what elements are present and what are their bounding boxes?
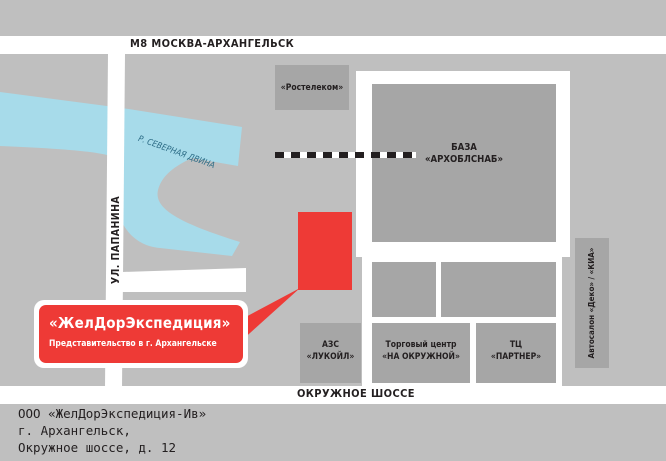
building-tc-partner-line1: ТЦ [509,340,523,350]
road-m8-label: М8 МОСКВА-АРХАНГЕЛЬСК [130,37,295,50]
building-baza-label: БАЗА «АРХОБЛСНАБ» [372,142,556,166]
road-okruzhnoe [0,386,666,404]
building-azs-label: АЗС «ЛУКОЙЛ» [300,339,361,363]
road-side [122,268,246,292]
callout-box [39,305,243,363]
address-street: Окружное шоссе, д. 12 [18,440,177,455]
building-azs [300,323,361,383]
building-tc-okruzhnoy-line1: Торговый центр [385,340,457,350]
building-small-1 [372,262,436,317]
building-baza-line1: БАЗА [451,142,477,153]
callout-pointer [240,288,300,342]
building-azs-line1: АЗС [322,340,339,350]
callout-title: «ЖелДорЭкспедиция» [49,314,231,332]
building-tc-okruzhnoy [372,323,470,383]
building-rostelecom-label: «Ростелеком» [280,83,344,93]
building-tc-partner [476,323,556,383]
building-azs-line2: «ЛУКОЙЛ» [306,352,355,362]
building-tc-partner-line2: «ПАРТНЕР» [490,352,542,362]
building-tc-okruzhnoy-label: Торговый центр «НА ОКРУЖНОЙ» [372,339,470,363]
building-baza [372,84,556,242]
address-block: ООО «ЖелДорЭкспедиция-Ив» г. Архангельск… [18,405,206,456]
building-small-2 [441,262,556,317]
building-tc-partner-label: ТЦ «ПАРТНЕР» [476,339,556,363]
road-papanina-label: УЛ. ПАПАНИНА [110,195,122,285]
building-rostelecom [275,65,349,110]
target-marker [298,212,352,290]
building-autosalon-label: Автосалон «Деко» / «КИА» [587,247,596,359]
building-baza-line2: «АРХОБЛСНАБ» [425,154,503,165]
road-m8 [0,36,666,54]
building-autosalon [575,238,609,368]
address-company: ООО «ЖелДорЭкспедиция-Ив» [18,406,207,421]
building-tc-okruzhnoy-line2: «НА ОКРУЖНОЙ» [382,352,460,362]
road-okruzhnoe-label: ОКРУЖНОЕ ШОССЕ [297,387,415,400]
callout-subtitle: Представительство в г. Архангельске [49,339,217,349]
address-city: г. Архангельск, [18,423,131,438]
